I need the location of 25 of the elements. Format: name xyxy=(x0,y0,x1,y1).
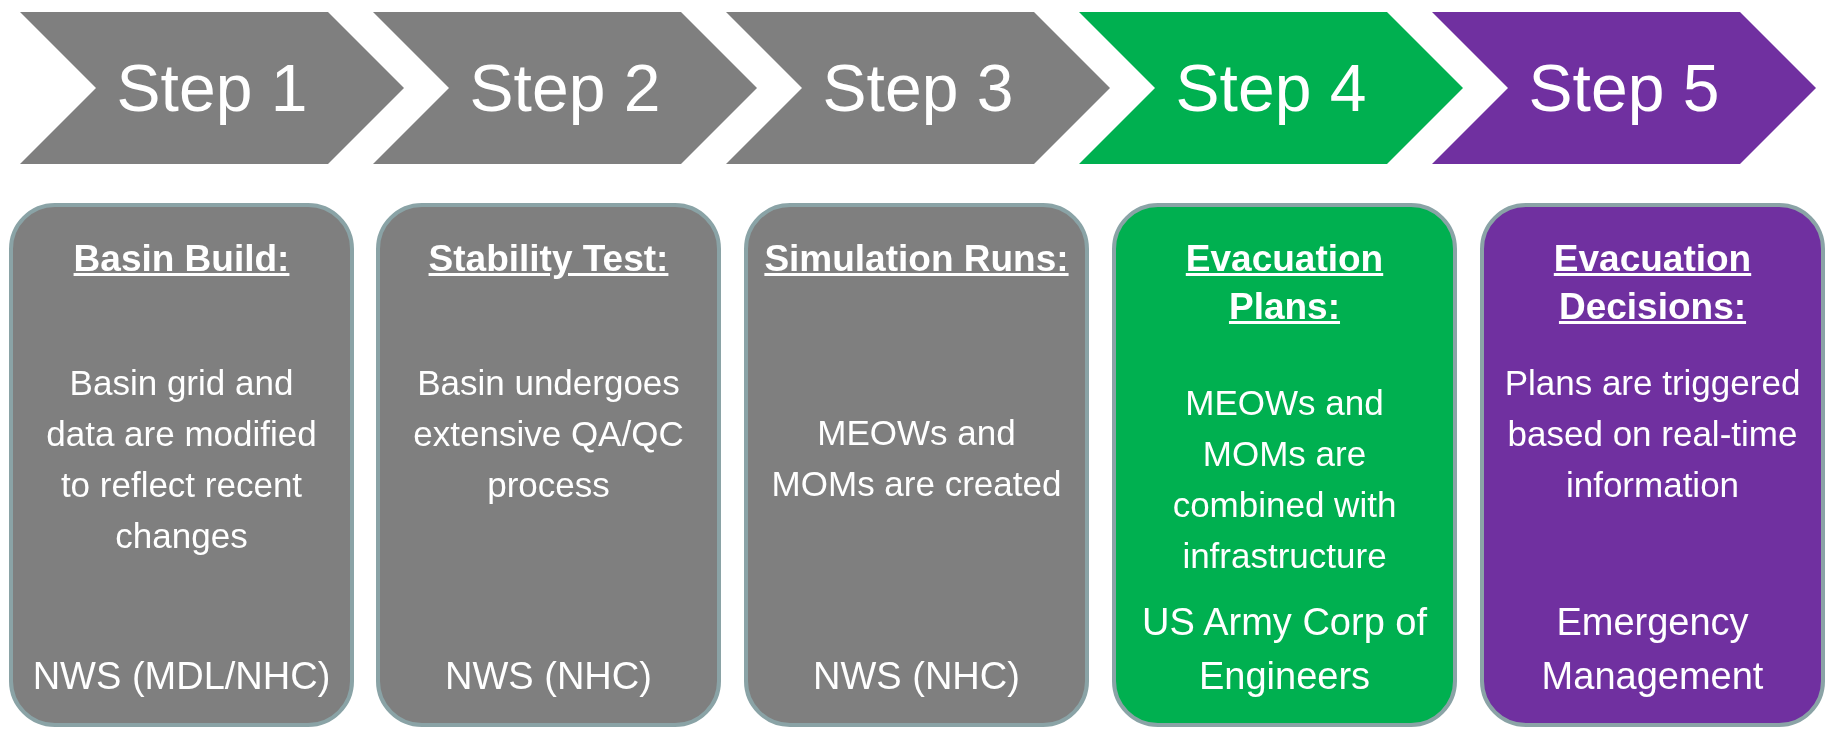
step-label: Step 2 xyxy=(468,52,662,124)
card-heading: Simulation Runs: xyxy=(763,237,1070,281)
rounded-card xyxy=(744,203,1089,727)
card-description: MEOWs and MOMs are created xyxy=(770,412,1063,505)
rounded-card xyxy=(1112,203,1457,727)
agency-label: US Army Corp of Engineers xyxy=(1140,600,1429,699)
card-heading: Basin Build: xyxy=(72,237,291,281)
agency-label: NWS (MDL/NHC) xyxy=(31,654,332,699)
card-description: Plans are triggered based on real-time information xyxy=(1503,362,1802,506)
card-heading: Evacuation Decisions: xyxy=(1552,237,1753,329)
card-heading: Evacuation Plans: xyxy=(1184,237,1385,329)
step-label: Step 5 xyxy=(1527,52,1721,124)
agency-label: Emergency Management xyxy=(1540,600,1765,699)
agency-label: NWS (NHC) xyxy=(812,654,1021,699)
rounded-card xyxy=(1480,203,1825,727)
card-description: MEOWs and MOMs are combined with infrastructure xyxy=(1171,382,1398,577)
step-label: Step 1 xyxy=(115,52,309,124)
agency-label: NWS (NHC) xyxy=(444,654,653,699)
card-heading: Stability Test: xyxy=(427,237,670,281)
rounded-card xyxy=(376,203,721,727)
card-description: Basin undergoes extensive QA/QC process xyxy=(412,362,685,506)
rounded-card xyxy=(9,203,354,727)
card-description: Basin grid and data are modified to reflect recent changes xyxy=(45,362,318,557)
step-label: Step 3 xyxy=(821,52,1015,124)
step-label: Step 4 xyxy=(1174,52,1368,124)
